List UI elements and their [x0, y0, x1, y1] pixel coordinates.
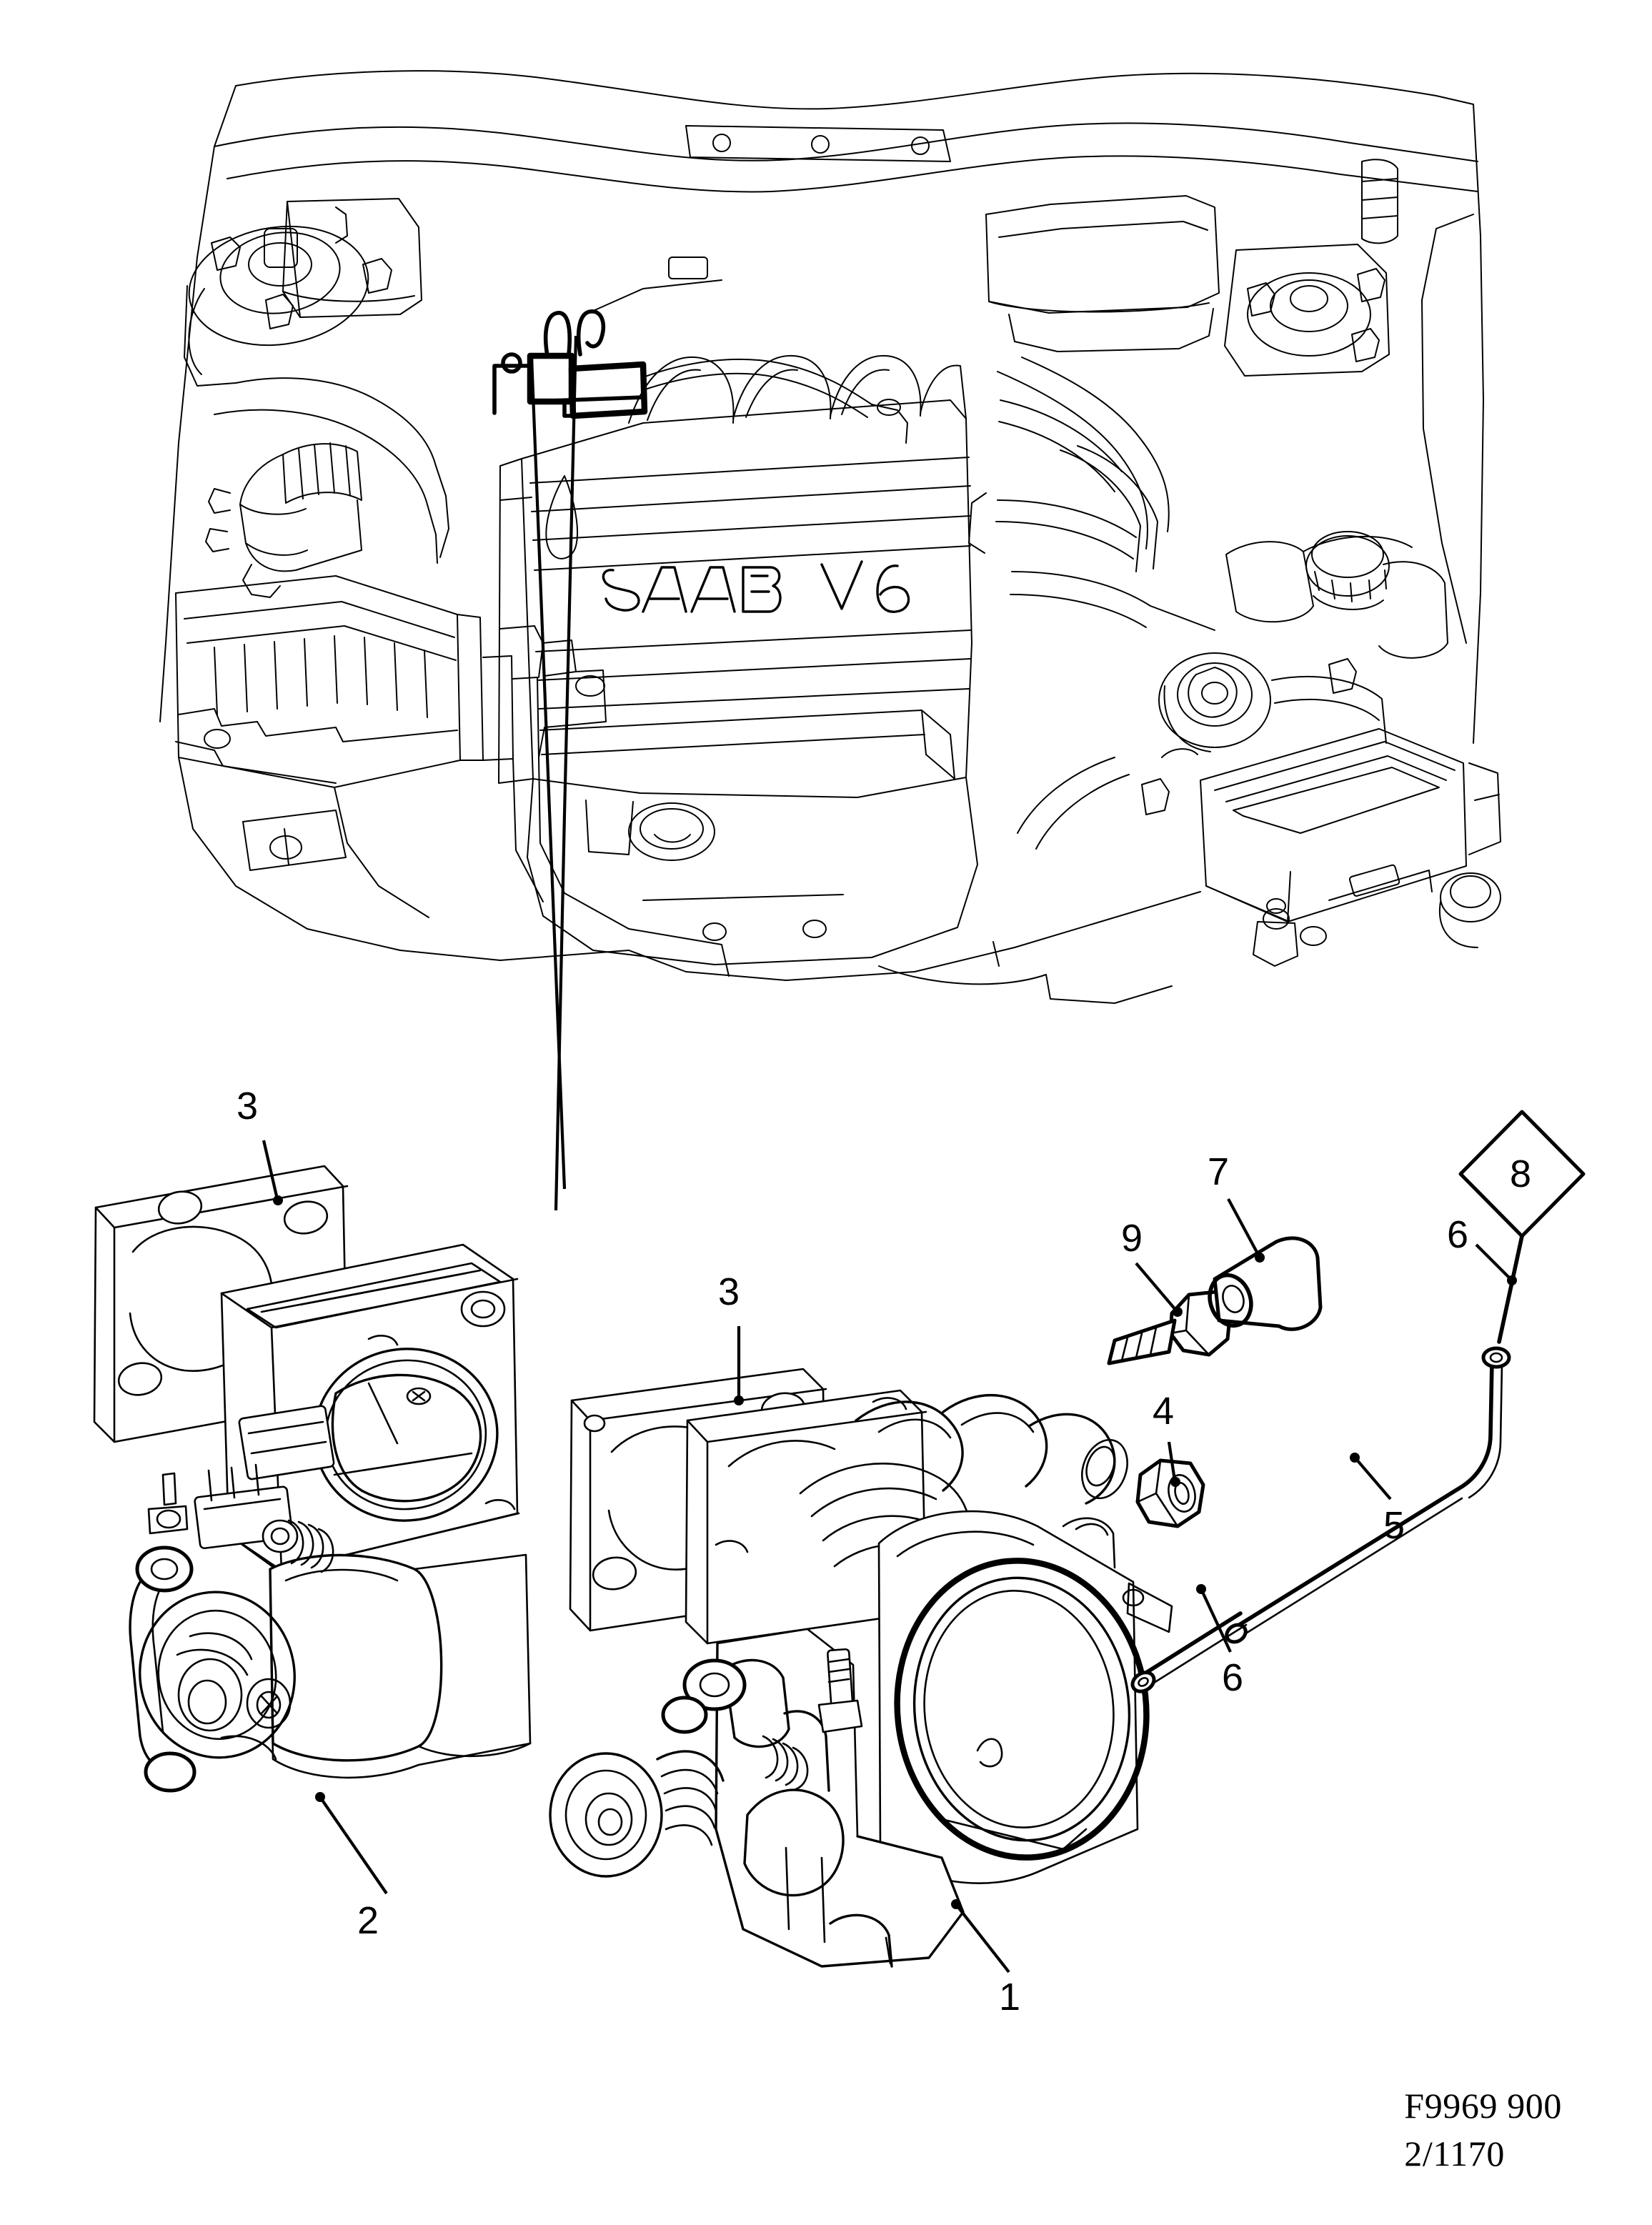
change-marker-diamond: [1458, 1110, 1586, 1344]
callout-9: 9: [1121, 1217, 1143, 1260]
callout-5: 5: [1383, 1504, 1405, 1547]
bolt-screw-part: [1107, 1290, 1233, 1365]
callout-1: 1: [999, 1976, 1021, 2019]
callout-4: 4: [1153, 1390, 1175, 1433]
footer-line-2: 2/1170: [1404, 2134, 1505, 2174]
callout-6-lower: 6: [1222, 1656, 1244, 1699]
v6-badge-outline: [820, 560, 910, 613]
bushing-sleeve-part: [1208, 1236, 1323, 1331]
rod-end-upper-part: [1457, 1346, 1511, 1499]
callout-6-upper: 6: [1447, 1213, 1469, 1256]
throttle-body-left-barrel: [129, 1463, 532, 1793]
callout-2: 2: [357, 1899, 379, 1942]
callout-3-right: 3: [718, 1270, 740, 1313]
callout-3-left: 3: [237, 1085, 259, 1128]
throttle-body-left-casting: [220, 1243, 520, 1659]
footer-reference: F9969 900 2/1170: [1404, 2082, 1562, 2178]
rod-end-lower-part: [1130, 1611, 1248, 1693]
throttle-body-right-flange: [685, 1389, 927, 1645]
saab-badge-outline: [602, 566, 782, 613]
footer-line-1: F9969 900: [1404, 2086, 1562, 2126]
highlighted-throttle-body-in-bay: [492, 309, 648, 419]
throttle-body-right-bore: [877, 1510, 1173, 1884]
callout-7: 7: [1208, 1150, 1230, 1193]
callout-8-diamond: 8: [1510, 1153, 1532, 1195]
